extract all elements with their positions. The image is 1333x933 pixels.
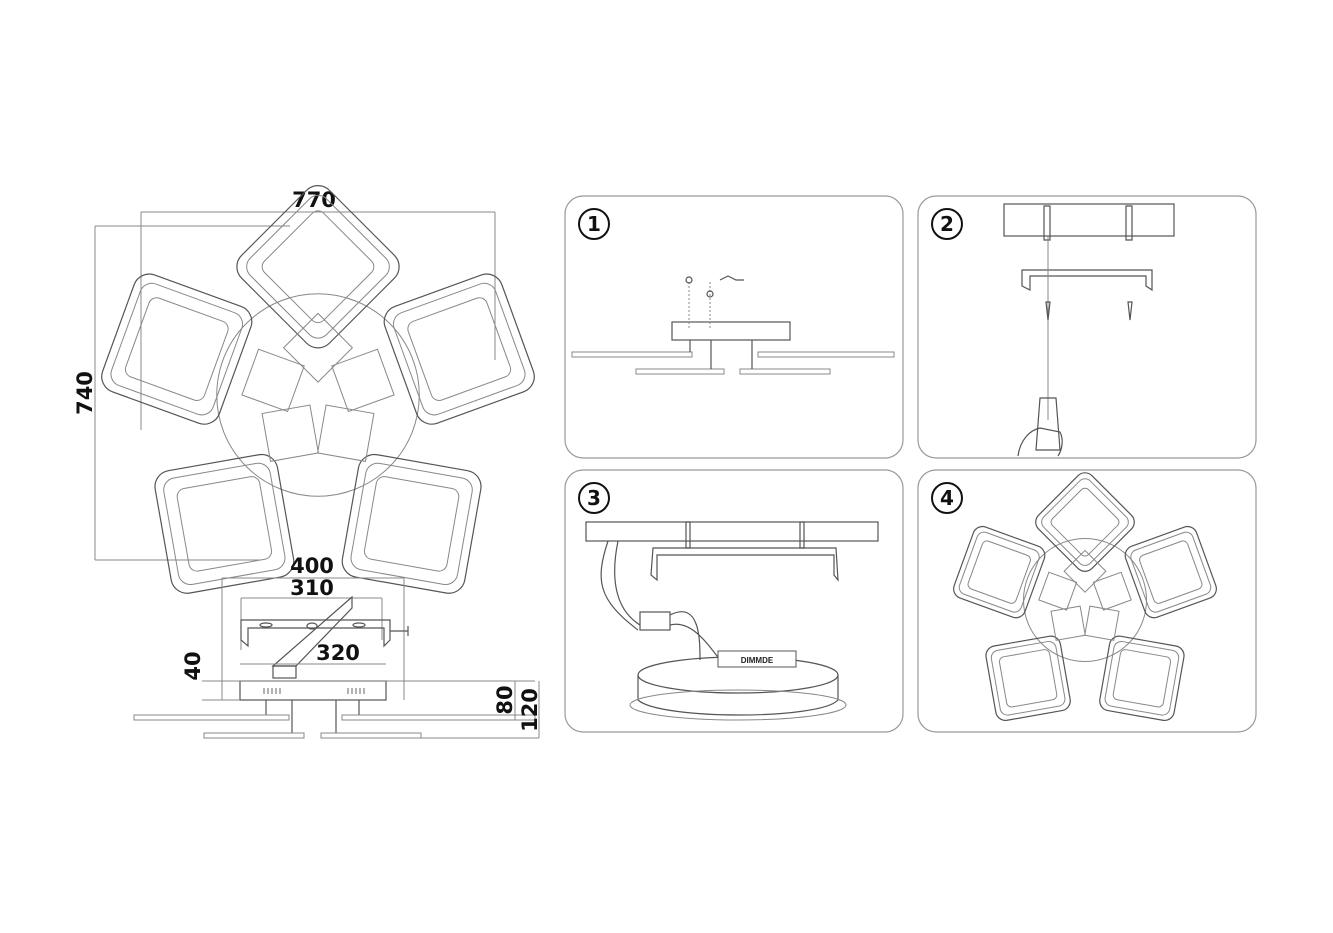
- lamp-petal: [1099, 635, 1185, 722]
- dimmer-label: DIMMDE: [741, 656, 774, 665]
- lamp-petal: [1035, 472, 1135, 572]
- inner-frame: [241, 348, 305, 413]
- step-4-panel: 4: [917, 469, 1257, 733]
- lamp-top-view: [101, 185, 535, 594]
- lamp-petal: [1124, 525, 1217, 619]
- inner-frame: [1050, 605, 1086, 641]
- offset-dimension: 40: [181, 651, 205, 680]
- step-1-panel: 1: [564, 195, 904, 459]
- lamp-petal: [985, 635, 1071, 722]
- lamp-petal: [236, 185, 400, 349]
- step-3-panel: 3 DIMMDE: [564, 469, 904, 733]
- lamp-petal: [341, 453, 482, 594]
- body-height-dimension: 80: [493, 685, 517, 714]
- top-view: 770 740: [73, 185, 535, 594]
- width-dimension: 770: [292, 188, 336, 212]
- inner-frame: [317, 404, 375, 462]
- total-height-dimension: 120: [518, 688, 542, 732]
- base-width-dimension: 320: [316, 641, 360, 665]
- step-number: 2: [940, 212, 954, 236]
- step-number: 4: [940, 486, 954, 510]
- inner-frame: [331, 348, 395, 413]
- height-dimension: 740: [73, 371, 97, 415]
- bracket-width-dimension: 310: [290, 576, 334, 600]
- step-number: 1: [587, 212, 601, 236]
- lamp-petal: [953, 525, 1046, 619]
- lamp-petal: [101, 273, 253, 425]
- step-number: 3: [587, 486, 601, 510]
- inner-frame: [1038, 571, 1078, 611]
- inner-frame: [1092, 571, 1132, 611]
- lamp-petal: [154, 453, 295, 594]
- lamp-installed-view: [953, 472, 1217, 722]
- inner-frame: [1084, 605, 1120, 641]
- side-view: 320 400 310 40 80 120: [133, 554, 542, 739]
- inner-frame: [261, 404, 319, 462]
- lamp-petal: [383, 273, 535, 425]
- step-2-panel: 2: [917, 195, 1257, 459]
- center-ring: [216, 293, 420, 497]
- plate-width-dimension: 400: [290, 554, 334, 578]
